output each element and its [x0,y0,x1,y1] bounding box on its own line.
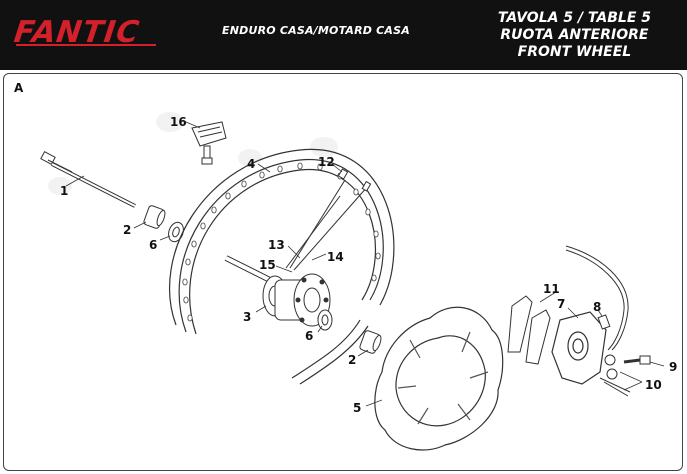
part-label-12: 12 [318,155,335,169]
table-number: TAVOLA 5 / TABLE 5 [497,10,651,26]
part-label-13: 13 [268,238,285,252]
svg-text:FANTIC: FANTIC [8,15,144,48]
leader-lines [65,121,665,407]
part-label-10: 10 [645,378,662,392]
part-label-1: 1 [60,184,68,198]
part-label-8: 8 [593,300,601,314]
part-label-5: 5 [353,401,361,415]
header-bar: FANTIC ENDURO CASA/MOTARD CASA TAVOLA 5 … [0,0,687,70]
brake-line-part [565,245,629,351]
table-title: TAVOLA 5 / TABLE 5 RUOTA ANTERIORE FRONT… [498,10,651,61]
part-label-6-top: 6 [149,238,157,252]
part-label-9: 9 [669,360,677,374]
valve-part [191,121,227,165]
part-label-2-top: 2 [123,223,131,237]
part-label-16: 16 [170,115,187,129]
part-label-6-lower: 6 [305,329,313,343]
part-label-15: 15 [259,258,276,272]
bolt-part [623,355,651,365]
part-label-2-lower: 2 [348,353,356,367]
brake-pads-part [507,295,551,365]
spacer-part-lower [359,330,382,354]
rim-part [168,148,395,385]
section-label: A [14,81,24,95]
caliper-part [551,311,607,385]
axle-part [40,150,136,208]
bleed-screw-part [597,314,611,330]
spokes-part [285,168,372,271]
label-backdrops [48,112,338,195]
title-english: FRONT WHEEL [517,44,632,60]
hub-part [224,255,331,327]
diagram-frame [3,73,683,471]
part-label-3: 3 [243,310,251,324]
brand-logo: FANTIC [8,15,156,48]
brake-disc-part [374,306,504,451]
bearing-part [168,221,184,243]
spacer-part [143,205,166,229]
title-italian: RUOTA ANTERIORE [500,27,649,43]
model-name: ENDURO CASA/MOTARD CASA [222,24,410,37]
part-label-4: 4 [247,157,255,171]
part-label-11: 11 [543,282,560,296]
part-label-7: 7 [557,297,565,311]
part-label-14: 14 [327,250,344,264]
bearing-part-lower [317,309,333,331]
